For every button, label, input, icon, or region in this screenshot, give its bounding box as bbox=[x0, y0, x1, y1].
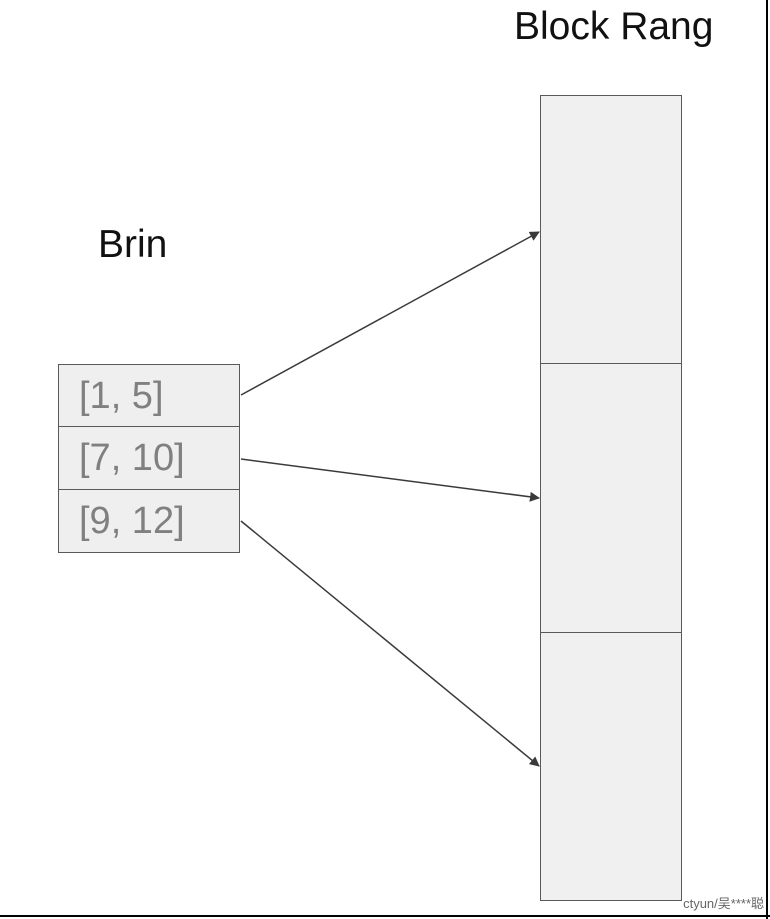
arrow-1 bbox=[240, 231, 540, 396]
block-range-title: Block Rang bbox=[514, 5, 714, 48]
block-range-column bbox=[540, 95, 682, 901]
watermark: ctyun/吴****聪 bbox=[683, 896, 764, 912]
block-2 bbox=[540, 364, 682, 633]
frame-border-right bbox=[766, 0, 768, 919]
brin-entry-2: [7, 10] bbox=[58, 427, 240, 490]
block-1 bbox=[540, 95, 682, 364]
frame-border-bottom bbox=[0, 915, 770, 917]
brin-title: Brin bbox=[98, 223, 168, 266]
brin-index-table: [1, 5] [7, 10] [9, 12] bbox=[58, 364, 240, 553]
brin-entry-1: [1, 5] bbox=[58, 364, 240, 427]
block-3 bbox=[540, 633, 682, 901]
brin-entry-3: [9, 12] bbox=[58, 490, 240, 553]
arrow-2 bbox=[240, 458, 540, 502]
arrow-3 bbox=[240, 520, 540, 767]
